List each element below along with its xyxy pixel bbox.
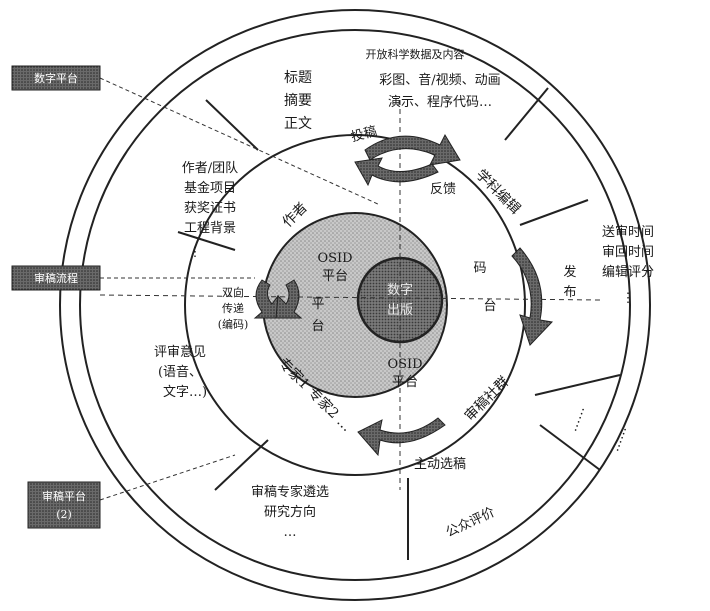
callout-review-2: (2) [56, 508, 72, 521]
divider-e [519, 199, 589, 226]
outer-top-line2: 彩图、音/视频、动画 [379, 72, 500, 88]
divider-ssw [177, 231, 236, 251]
return-time: 审回时间 [602, 245, 654, 260]
callout-flow: 审稿流程 [34, 271, 78, 285]
ring-submit: 投稿 [349, 123, 378, 145]
ring-active-select: 主动选稿 [414, 456, 466, 472]
osid-left: 平 [311, 297, 324, 312]
arrow-twoway-icon [253, 279, 303, 319]
osid-right-2: 台 [483, 299, 496, 314]
osid-right: 码 [473, 261, 486, 276]
center-line-2: 出版 [387, 303, 413, 318]
center-line-1: 数字 [387, 283, 413, 298]
divider-sw [214, 439, 269, 491]
review-opinion-3: 文字…) [163, 385, 207, 400]
ring-twoway-3: (编码) [218, 317, 249, 331]
leader-1 [99, 77, 381, 206]
osid-bottom-1: OSID [387, 357, 422, 372]
callout-digital: 数字平台 [34, 71, 78, 85]
ring-send-2: 布 [563, 285, 576, 300]
author-team: 作者/团队 [182, 161, 238, 176]
callout-review: 审稿平台 [42, 489, 86, 503]
dash-horizontal [99, 294, 601, 301]
arrow-submit-icon [354, 133, 461, 187]
right-more: ⋮ [622, 291, 635, 306]
content-abstract: 摘要 [284, 92, 312, 109]
ring-twoway-2: 传递 [222, 301, 244, 315]
ring-feedback: 反馈 [430, 182, 456, 197]
expert-field: 研究方向 [264, 504, 316, 520]
ring-send: 发 [563, 264, 576, 280]
author-fund: 基金项目 [184, 180, 236, 196]
callout-box-flow [11, 265, 101, 291]
content-body: 正文 [284, 116, 312, 132]
arrow-publish-icon [511, 247, 554, 346]
osid-top-1: OSID [317, 251, 352, 266]
outer-top-title: 开放科学数据及内容 [366, 47, 465, 61]
divider-nw [205, 99, 259, 151]
arrow-select-icon [357, 417, 446, 457]
outer-top-line3: 演示、程序代码… [388, 94, 492, 110]
review-opinion-1: 评审意见 [154, 344, 206, 360]
content-title: 标题 [284, 70, 312, 86]
author-award: 获奖证书 [184, 201, 236, 216]
expert-select: 审稿专家遴选 [251, 484, 329, 500]
review-opinion-2: (语音、 [158, 364, 202, 380]
leader-3 [99, 454, 236, 501]
divider-e2 [534, 374, 621, 396]
divider-ne [504, 87, 549, 141]
author-background: 工程背景 [184, 221, 236, 236]
expert-more: … [284, 525, 297, 540]
callout-box-digital [11, 65, 101, 91]
callout-box-review [27, 481, 101, 529]
ring-twoway-1: 双向 [222, 285, 244, 299]
divider-se [539, 424, 601, 471]
editor-score: 编辑评分 [602, 265, 654, 280]
osid-left-2: 台 [311, 319, 324, 334]
osid-bottom-2: 平台 [392, 375, 418, 390]
osid-top-2: 平台 [322, 269, 348, 284]
send-time: 送审时间 [602, 225, 654, 240]
author-more: ⋮ [189, 245, 202, 260]
